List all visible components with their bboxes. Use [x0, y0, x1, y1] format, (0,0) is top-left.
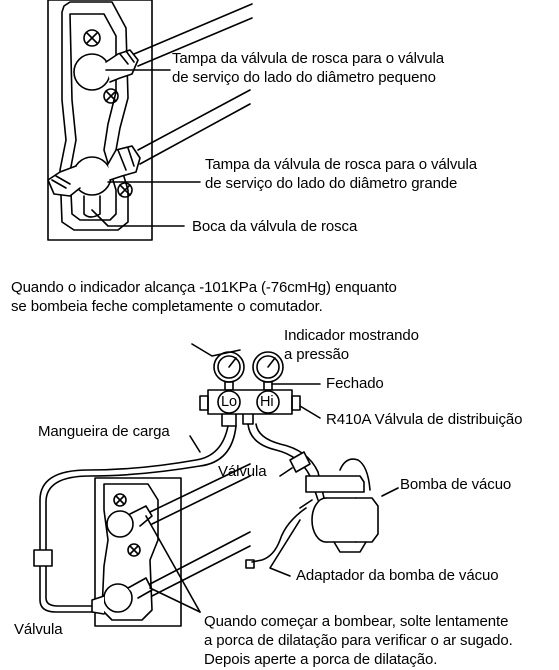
vacuum-pump-handle	[305, 475, 365, 493]
bottom-pipe-large	[149, 531, 251, 597]
label-port: Boca da válvula de rosca	[192, 218, 358, 235]
charging-hose-inner	[45, 425, 237, 607]
instruction-line1: Quando o indicador alcança -101KPa (-76c…	[11, 279, 397, 296]
leader-gauge	[191, 343, 241, 357]
label-gauge-line1: Indicador mostrando	[284, 327, 419, 344]
label-cap-large-line1: Tampa da válvula de rosca para o válvula	[205, 156, 477, 173]
charging-hose-outer	[39, 425, 229, 613]
loosen-note-line2: a porca de dilatação para verificar o ar…	[204, 632, 513, 649]
top-valve-bracket	[59, 1, 129, 231]
bottom-small-valve	[106, 510, 134, 538]
label-cap-small-line1: Tampa da válvula de rosca para o válvula	[172, 50, 444, 67]
lo-knob	[217, 390, 241, 414]
vacuum-pump	[299, 458, 399, 553]
vacuum-pump-bracket	[339, 458, 371, 491]
leader-hose	[189, 435, 201, 453]
leader-loosen-2	[149, 587, 201, 613]
label-cap-small: Tampa da válvula de rosca para o válvula…	[172, 49, 444, 87]
label-cap-small-line2: de serviço do lado do diâmetro pequeno	[172, 69, 436, 86]
low-pressure-gauge	[213, 351, 245, 391]
power-cord	[251, 507, 307, 563]
manifold-right-fitting	[291, 395, 301, 411]
label-cap-large: Tampa da válvula de rosca para o válvula…	[205, 155, 477, 193]
label-gauge: Indicador mostrando a pressão	[284, 326, 419, 364]
bottom-screw-1	[113, 493, 127, 507]
bottom-outdoor-unit-valves	[91, 463, 251, 627]
bottom-screw-2	[127, 543, 141, 557]
instruction-line2: se bombeia feche completamente o comutad…	[11, 298, 323, 315]
manifold-port-lo	[221, 413, 237, 427]
manifold-gauge-assembly	[191, 343, 321, 427]
power-plug	[245, 559, 255, 569]
top-screw-1	[83, 29, 101, 47]
small-valve-nut	[105, 49, 139, 83]
bottom-pipe-small	[149, 463, 251, 525]
top-screw-3	[117, 182, 133, 198]
manifold-left-fitting	[199, 395, 209, 411]
instruction-text: Quando o indicador alcança -101KPa (-76c…	[11, 278, 397, 316]
vacuum-pump-base	[333, 541, 367, 553]
hi-knob	[256, 390, 280, 414]
label-gauge-line2: a pressão	[284, 346, 349, 363]
label-cap-large-line2: de serviço do lado do diâmetro grande	[205, 175, 458, 192]
label-hose: Mangueira de carga	[38, 423, 170, 440]
label-valve-center: Válvula	[218, 463, 267, 480]
top-pipe-large	[137, 89, 251, 165]
label-adapter: Adaptador da bomba de vácuo	[296, 567, 499, 584]
bottom-valve-bracket	[101, 483, 159, 621]
label-loosen-note: Quando começar a bombear, solte lentamen…	[204, 612, 513, 669]
leader-manifold	[299, 405, 321, 419]
small-valve-cap	[73, 53, 111, 91]
vacuum-hose-outer	[247, 423, 319, 501]
top-screw-2	[103, 88, 119, 104]
bottom-valve-panel	[94, 477, 182, 627]
leader-port	[91, 209, 185, 227]
top-valve-panel	[47, 0, 153, 241]
label-valve-left: Válvula	[14, 621, 63, 638]
top-pipe-small	[133, 3, 253, 67]
left-hose-valve	[33, 549, 53, 567]
label-manifold: R410A Válvula de distribuição	[326, 411, 523, 428]
center-hose-valve	[289, 451, 311, 473]
valve-port	[83, 195, 101, 218]
leader-loosen-1	[145, 515, 201, 613]
label-lo: Lo	[221, 394, 237, 410]
top-outdoor-unit-valves	[47, 0, 253, 241]
leader-center-valve	[279, 467, 293, 477]
label-vacuum-pump: Bomba de vácuo	[400, 476, 512, 493]
leader-adapter	[269, 519, 301, 577]
high-pressure-gauge	[252, 351, 284, 391]
label-hi: Hi	[260, 394, 274, 410]
loosen-note-line3: Depois aperte a porca de dilatação.	[204, 651, 438, 668]
loosen-note-line1: Quando começar a bombear, solte lentamen…	[204, 613, 509, 630]
vacuum-hose-inner	[255, 423, 325, 499]
manifold-port-center	[242, 413, 254, 425]
label-closed: Fechado	[326, 375, 384, 392]
leader-vacuum-pump	[381, 487, 399, 497]
